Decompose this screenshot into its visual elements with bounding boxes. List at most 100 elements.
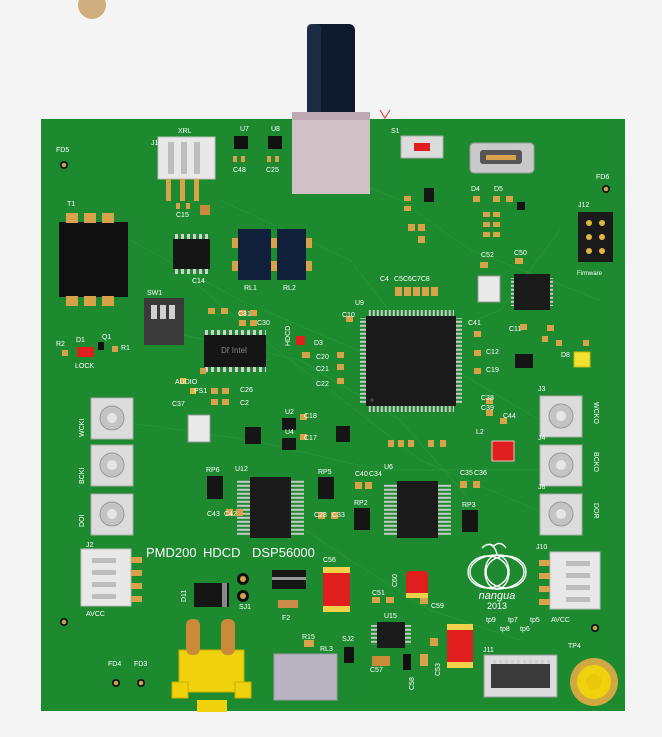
label-c41: C41 xyxy=(468,320,481,327)
label-firmware: Firmware xyxy=(577,271,603,277)
label-tp8: tp8 xyxy=(500,626,510,633)
label-c37: C37 xyxy=(172,401,185,408)
label-c10: C10 xyxy=(342,312,355,319)
label-l2: L2 xyxy=(476,429,484,436)
label-tp9: tp9 xyxy=(486,617,496,624)
mounting-hole-mid-right xyxy=(591,624,599,632)
logo-year: 2013 xyxy=(487,601,507,611)
label-c17: C17 xyxy=(304,435,317,442)
label-rp2: RP2 xyxy=(354,500,368,507)
pumpkin-logo xyxy=(467,542,527,590)
label-sw1: SW1 xyxy=(147,290,162,297)
label-tp6: tp6 xyxy=(520,626,530,633)
label-tp4: TP4 xyxy=(568,643,581,650)
bnc-connector xyxy=(292,24,391,194)
usb-connector xyxy=(469,142,535,174)
rca-j7-doi xyxy=(90,493,134,536)
label-rp6: RP6 xyxy=(206,467,220,474)
label-hdcd: HDCD xyxy=(285,326,292,346)
label-c42: C42 xyxy=(224,511,237,518)
label-tp7: tp7 xyxy=(508,617,518,624)
title-part-3: DSP56000 xyxy=(252,545,315,560)
label-ps1: PS1 xyxy=(194,388,207,395)
label-d8: D8 xyxy=(561,352,570,359)
label-f2: F2 xyxy=(282,615,290,622)
label-c34: C34 xyxy=(369,471,382,478)
label-c53: C53 xyxy=(435,663,442,676)
label-c39: C39 xyxy=(481,405,494,412)
label-c52: C52 xyxy=(481,252,494,259)
relay-rl3 xyxy=(273,653,338,701)
transformer-t1 xyxy=(59,213,128,306)
label-wcki: WCKI xyxy=(79,419,86,437)
ic-u2 xyxy=(282,418,296,430)
ic-u6 xyxy=(384,481,451,538)
label-c59: C59 xyxy=(431,603,444,610)
label-rp3: RP3 xyxy=(462,502,476,509)
label-c2: C2 xyxy=(240,400,249,407)
connector-j11 xyxy=(483,654,558,698)
label-audio: AUDIO xyxy=(175,379,198,386)
label-c50: C50 xyxy=(514,250,527,257)
ic-u11 xyxy=(511,274,553,310)
led-d1 xyxy=(77,347,94,357)
rca-j6-bcki xyxy=(90,444,134,487)
label-u8: U8 xyxy=(271,126,280,133)
label-c40: C40 xyxy=(355,471,368,478)
crystal-u10 xyxy=(187,414,211,443)
resistor-pack-rp6 xyxy=(207,476,223,499)
label-d1: D1 xyxy=(76,337,85,344)
label-c11: C11 xyxy=(509,326,521,333)
testpoint-tp4 xyxy=(570,658,618,706)
label-c30: C30 xyxy=(257,320,270,327)
label-wcko: WCKO xyxy=(592,402,599,424)
label-c58: C58 xyxy=(409,677,416,690)
mounting-hole-fd5 xyxy=(60,161,68,169)
relay-rl2 xyxy=(277,229,312,280)
dip-switch-sw1 xyxy=(144,298,184,345)
logo-text: nangua xyxy=(479,590,516,602)
ic-u8 xyxy=(268,136,282,149)
label-q1: Q1 xyxy=(102,334,111,341)
diode-d6 xyxy=(272,570,306,589)
board-title: PMD200 HDCD DSP56000 xyxy=(146,545,315,560)
label-c48: C48 xyxy=(233,167,246,174)
rca-j4-bcko xyxy=(539,444,583,487)
rca-j5-wcki xyxy=(90,397,134,440)
label-u15: U15 xyxy=(384,613,397,620)
label-c57: C57 xyxy=(370,667,383,674)
label-sj2: SJ2 xyxy=(342,636,354,643)
label-d4: D4 xyxy=(471,186,480,193)
mounting-hole-fd3 xyxy=(137,679,145,687)
label-j3: J3 xyxy=(538,386,546,393)
label-fd6: FD6 xyxy=(596,174,609,181)
switch-s1 xyxy=(400,135,444,159)
ic-small-mid xyxy=(336,426,350,442)
label-bcki: BCKI xyxy=(79,468,86,484)
fuse-f2 xyxy=(278,600,298,608)
label-xrl: XRL xyxy=(178,128,192,135)
label-c28: C28 xyxy=(314,512,327,519)
label-u12: U12 xyxy=(235,466,248,473)
label-c25: C25 xyxy=(266,167,279,174)
label-fd4: FD4 xyxy=(108,661,121,668)
ic-u9-dsp xyxy=(360,310,462,412)
label-c19: C19 xyxy=(486,367,499,374)
label-d5: D5 xyxy=(494,186,503,193)
label-r1: R1 xyxy=(121,345,130,352)
header-j12 xyxy=(578,212,613,262)
label-rl1: RL1 xyxy=(244,285,257,292)
label-c56: C56 xyxy=(323,557,336,564)
resistor-pack-rp7 xyxy=(515,354,533,368)
label-s1: S1 xyxy=(391,128,400,135)
label-lock: LOCK xyxy=(75,363,94,370)
label-j1: J1 xyxy=(151,140,159,147)
label-c44: C44 xyxy=(503,413,516,420)
ic-u1 xyxy=(173,234,210,274)
label-c33: C33 xyxy=(332,512,345,519)
connector-j1 xyxy=(157,136,216,201)
label-j10: J10 xyxy=(536,544,547,551)
label-avcc-right: AVCC xyxy=(551,617,570,624)
mounting-hole-fd4 xyxy=(112,679,120,687)
label-j4: J4 xyxy=(538,435,546,442)
